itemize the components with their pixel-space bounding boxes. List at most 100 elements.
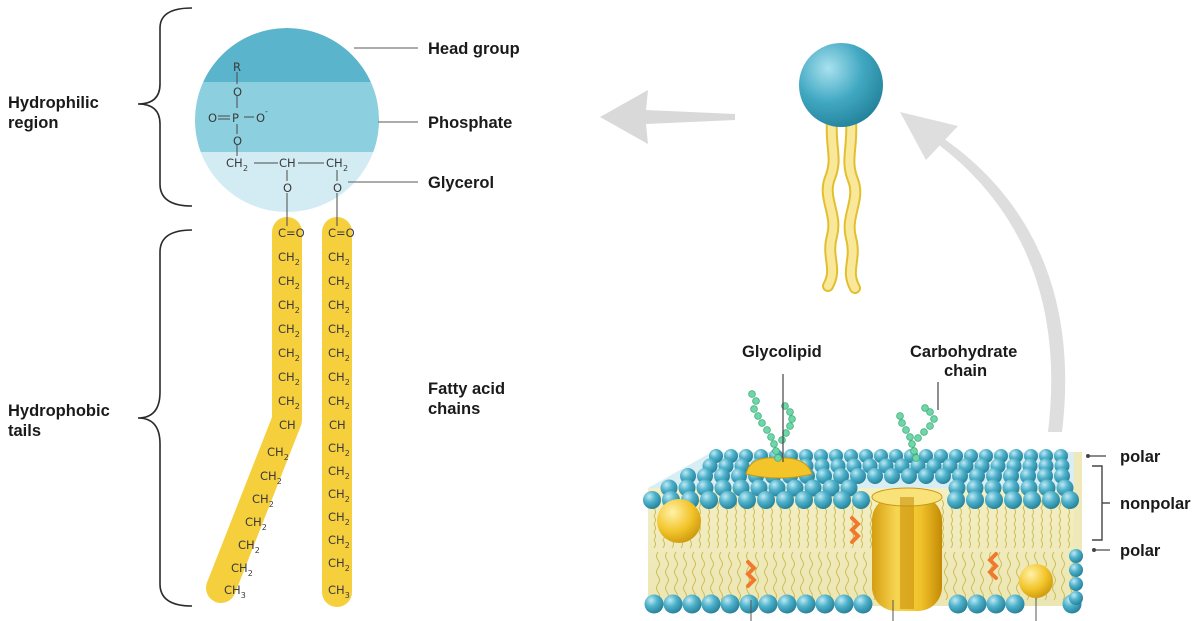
lipid-tail-lower [1061,551,1065,601]
tail-right-ch2: CH2 [328,298,350,315]
membrane-head-bead-bottom [777,594,797,614]
fatty-acid-tail-left [206,217,302,603]
nonpolar-label: nonpolar [1120,495,1191,513]
tail-left-ch3: CH3 [224,583,246,600]
membrane-head-bead [918,468,934,484]
lipid-tail-lower [1007,551,1011,601]
lipid-tail-upper [833,499,836,549]
membrane-head-bead [867,468,883,484]
membrane-head-bead-bottom [1005,594,1025,614]
cholesterol-3 [987,552,999,580]
membrane-head-bead-side [1069,577,1083,591]
formula-glycerol-ch2-right-sub: 2 [343,164,348,173]
membrane-head-bead [700,491,718,509]
lipid-tail-lower [656,551,660,601]
membrane-head-bead [986,468,1002,484]
cholesterol-2 [745,560,757,588]
tail-left-ch2: CH2 [278,322,300,339]
lipid-tail-upper [869,499,872,549]
carbohydrate-label-line2: chain [944,362,987,380]
lipid-tail-lower [827,551,831,601]
tail-right-ch2: CH2 [328,394,350,411]
lipid-tail-upper [716,499,719,549]
tail-left-ch2-slant: CH2 [252,492,274,509]
phosphate-label: Phosphate [428,114,512,132]
membrane-head-bead-bottom [796,594,816,614]
tail-right-ch2: CH2 [328,370,350,387]
tail-right-ch: CH [329,418,346,432]
carbohydrate-bead [788,415,796,423]
carbohydrate-bead [750,405,758,413]
lipid-tail-upper [950,499,953,549]
carbohydrate-bead [920,428,928,436]
carbohydrate-bead [926,422,934,430]
tail-left-ch: CH [279,418,296,432]
membrane-head-bead-bottom [663,594,683,614]
fatty-acid-label-line2: chains [428,400,480,418]
carbohydrate-bead [926,408,934,416]
membrane-head-bead-side [1069,591,1083,605]
tail-left-ch2-slant: CH2 [260,469,282,486]
tail-left-ch2-slant: CH2 [231,561,253,578]
lipid-tail-lower [962,551,966,601]
formula-o-bottom: O [233,134,242,148]
curved-arrow-shaft [935,136,1066,432]
hydrophilic-label-line2: region [8,114,58,132]
membrane-head-bead [1020,468,1036,484]
carbohydrate-bead [908,440,916,448]
membrane-head-bead [804,479,822,497]
membrane-head-bead-bottom [758,594,778,614]
polar-top-label: polar [1120,448,1161,466]
lipid-tail-upper [779,499,782,549]
tail-left-ch2: CH2 [278,394,300,411]
lipid-tail-lower [836,551,840,601]
hydrophobic-label-line1: Hydrophobic [8,402,110,420]
carbohydrate-bead [748,390,756,398]
lipid-tail-upper [752,499,755,549]
membrane-head-bead [919,449,933,463]
tail-right-ch2: CH2 [328,274,350,291]
formula-glycerol-ch2-right: CH [326,156,343,170]
tail-right-ch2-lower: CH2 [328,464,350,481]
lipid-tail-lower [692,551,696,601]
lipid-tail-upper [815,499,818,549]
membrane-head-bead [947,491,965,509]
carbohydrate-chains [748,390,938,462]
formula-glycerol-o-right: O [333,181,342,195]
membrane-head-bead [935,468,951,484]
membrane-head-bead-bottom [644,594,664,614]
carbohydrate-bead [772,447,780,455]
membrane-head-bead [738,491,756,509]
channel-protein [871,487,943,611]
carbohydrate-bead [906,433,914,441]
membrane-head-bead [1042,491,1060,509]
carbohydrate-bead [930,415,938,423]
lipid-tail-lower [791,551,795,601]
polar-top-pointer-dot [1086,454,1090,458]
carbohydrate-bead [896,412,904,420]
membrane-head-bead [850,468,866,484]
lipid-tail-lower [971,551,975,601]
membrane-head-bead [757,491,775,509]
schematic-head [799,43,883,127]
tail-left-ch2-slant: CH2 [267,445,289,462]
membrane-head-bead-bottom [815,594,835,614]
membrane-head-bead-bottom [948,594,968,614]
carbohydrate-bead [786,422,794,430]
membrane-head-bead [852,491,870,509]
lipid-tail-upper [770,499,773,549]
lipid-tail-lower [782,551,786,601]
membrane-head-bead [1003,468,1019,484]
tail-left-ch2: CH2 [278,370,300,387]
glycerol-label: Glycerol [428,174,494,192]
lipid-tail-lower [980,551,984,601]
polar-bottom-label: polar [1120,542,1161,560]
lipid-tail-lower [1016,551,1020,601]
carbohydrate-bead [912,454,920,462]
membrane-head-bead-side [1069,563,1083,577]
membrane-head-bead [719,491,737,509]
tail-right-ch2-lower: CH2 [328,441,350,458]
formula-o-top: O [233,85,242,99]
carbohydrate-bead [898,419,906,427]
